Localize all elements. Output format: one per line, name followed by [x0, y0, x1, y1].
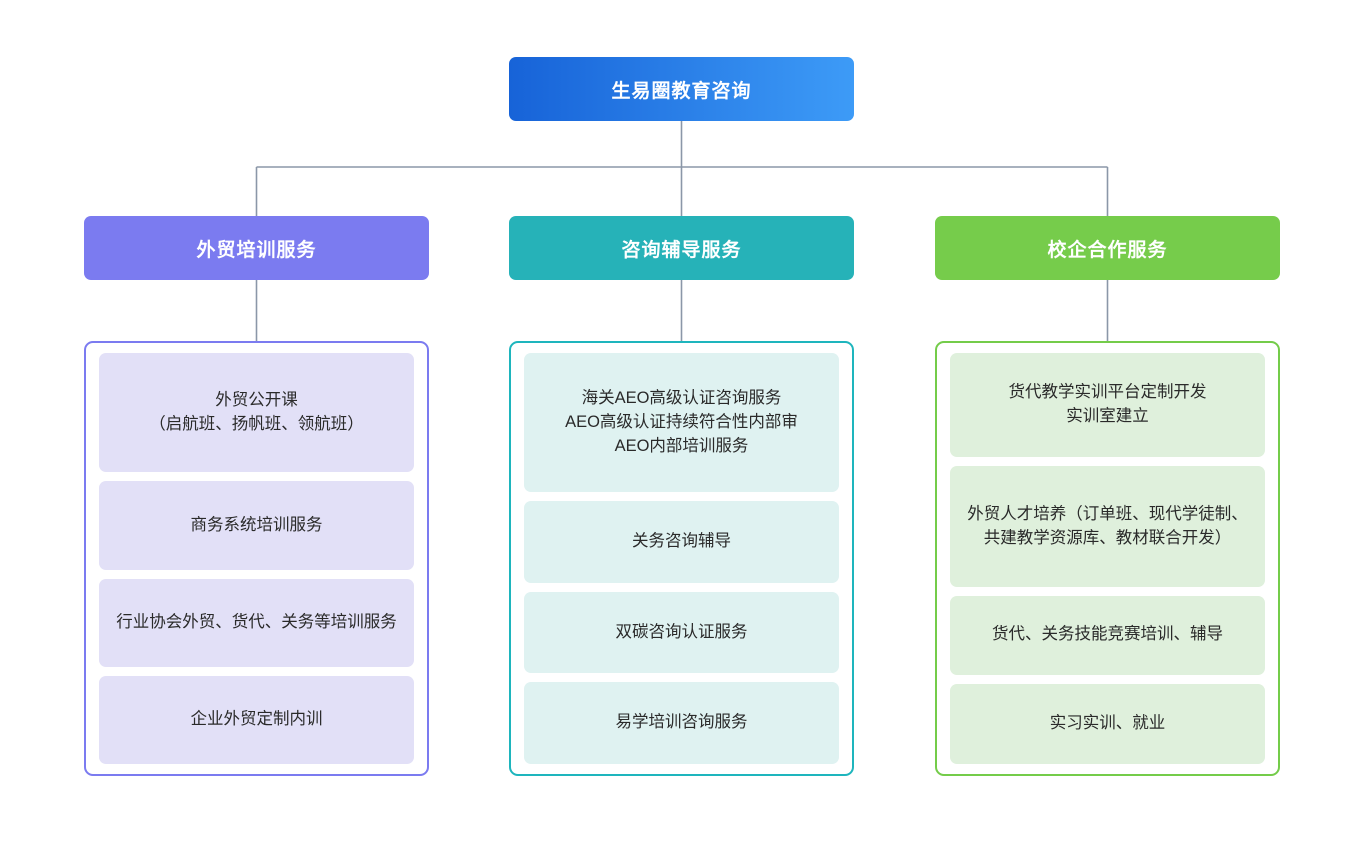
- branch-header-1[interactable]: 咨询辅导服务: [509, 216, 854, 280]
- branch-column-0: 外贸培训服务 外贸公开课（启航班、扬帆班、领航班） 商务系统培训服务 行业协会外…: [84, 216, 429, 776]
- leaf-item[interactable]: 商务系统培训服务: [99, 481, 414, 570]
- leaf-item[interactable]: 关务咨询辅导: [524, 501, 839, 583]
- leaf-item[interactable]: 货代、关务技能竞赛培训、辅导: [950, 595, 1265, 675]
- branch-header-1-label: 咨询辅导服务: [621, 239, 742, 261]
- leaf-item[interactable]: 实习实训、就业: [950, 683, 1265, 764]
- branch-header-0[interactable]: 外贸培训服务: [84, 216, 429, 280]
- leaf-label: 双碳咨询认证服务: [615, 622, 748, 641]
- branch-body-2: 货代教学实训平台定制开发实训室建立 外贸人才培养（订单班、现代学徒制、共建教学资…: [935, 341, 1280, 776]
- leaf-item[interactable]: 双碳咨询认证服务: [524, 591, 839, 674]
- branch-header-2-label: 校企合作服务: [1047, 239, 1168, 261]
- leaf-label: 货代教学实训平台定制开发实训室建立: [1008, 383, 1207, 426]
- leaf-label: 外贸公开课（启航班、扬帆班、领航班）: [149, 390, 364, 433]
- branch-body-0: 外贸公开课（启航班、扬帆班、领航班） 商务系统培训服务 行业协会外贸、货代、关务…: [84, 341, 429, 776]
- root-node[interactable]: 生易圈教育咨询: [509, 57, 854, 121]
- branch-header-0-label: 外贸培训服务: [196, 239, 317, 261]
- leaf-item[interactable]: 行业协会外贸、货代、关务等培训服务: [99, 578, 414, 667]
- root-node-label: 生易圈教育咨询: [611, 80, 752, 102]
- leaf-label: 易学培训咨询服务: [615, 713, 748, 732]
- branch-column-2: 校企合作服务 货代教学实训平台定制开发实训室建立 外贸人才培养（订单班、现代学徒…: [935, 216, 1280, 776]
- leaf-label: 商务系统培训服务: [190, 515, 323, 534]
- leaf-item[interactable]: 外贸人才培养（订单班、现代学徒制、共建教学资源库、教材联合开发）: [950, 466, 1265, 587]
- leaf-label: 实习实训、就业: [1049, 713, 1166, 732]
- leaf-label: 行业协会外贸、货代、关务等培训服务: [116, 612, 397, 631]
- leaf-item[interactable]: 货代教学实训平台定制开发实训室建立: [950, 353, 1265, 458]
- leaf-label: 货代、关务技能竞赛培训、辅导: [992, 625, 1223, 644]
- leaf-label: 外贸人才培养（订单班、现代学徒制、共建教学资源库、教材联合开发）: [967, 504, 1248, 547]
- leaf-item[interactable]: 外贸公开课（启航班、扬帆班、领航班）: [99, 353, 414, 473]
- leaf-label: 关务咨询辅导: [632, 532, 731, 551]
- leaf-item[interactable]: 企业外贸定制内训: [99, 675, 414, 764]
- branch-header-2[interactable]: 校企合作服务: [935, 216, 1280, 280]
- leaf-label: 企业外贸定制内训: [190, 709, 323, 728]
- leaf-item[interactable]: 易学培训咨询服务: [524, 682, 839, 764]
